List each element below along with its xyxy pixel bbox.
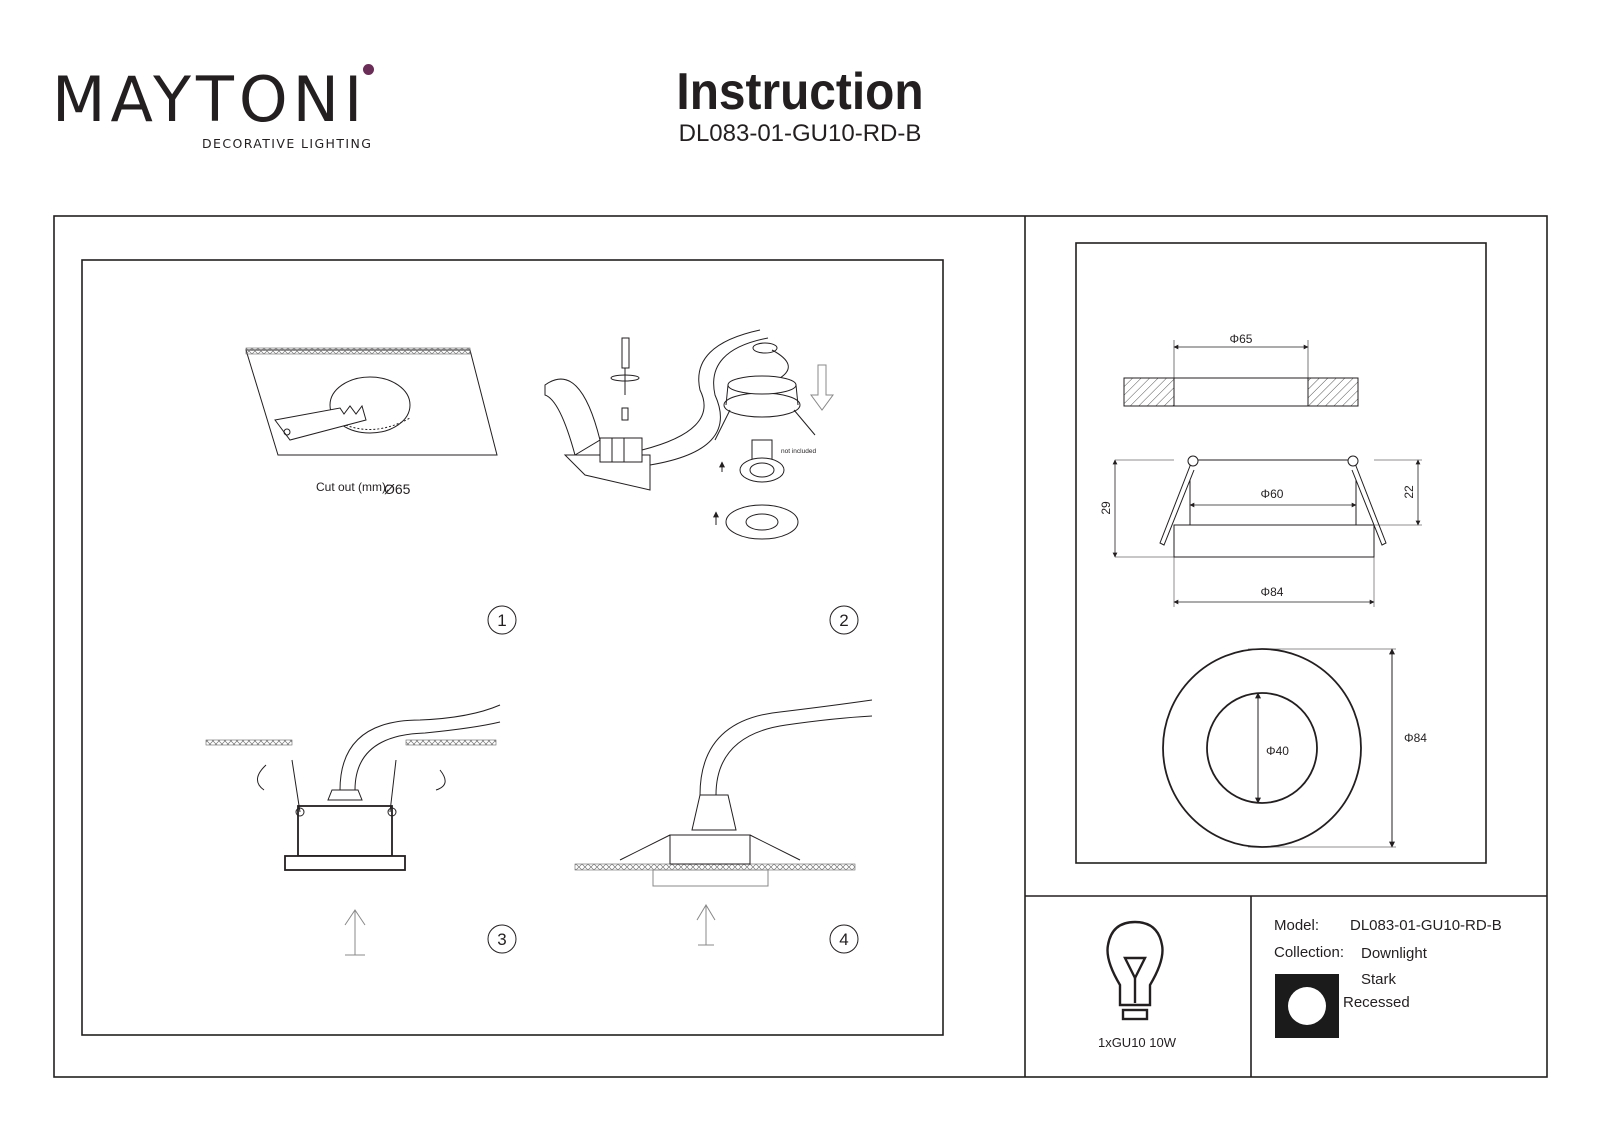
series-name: Stark [1361, 971, 1397, 988]
collection-label: Collection: [1274, 944, 1345, 961]
step1-number: 1 [497, 611, 506, 630]
step1-cutout-value: Ø65 [384, 481, 411, 497]
step1-cutout-label: Cut out (mm): [316, 480, 389, 494]
step3-illustration [205, 704, 501, 956]
brand-name-text: MAYTONI [52, 63, 368, 136]
step2-badge [829, 605, 859, 635]
light-bulb-icon [1106, 920, 1164, 1021]
step4-illustration [574, 699, 873, 946]
circle-badge-icon [1275, 974, 1339, 1038]
mount-type: Recessed [1343, 994, 1410, 1011]
dim-outer-dia-front: Φ84 [1404, 731, 1427, 745]
lamp-spec: 1xGU10 10W [1098, 1035, 1177, 1050]
step-badges [487, 605, 859, 954]
step4-badge [829, 924, 859, 954]
step1-badge [487, 605, 517, 635]
dim-aperture-dia: Φ40 [1266, 744, 1289, 758]
logo-dot [363, 64, 374, 75]
step4-number: 4 [839, 930, 848, 949]
collection-value: Downlight [1361, 945, 1427, 962]
brand-tagline: DECORATIVE LIGHTING [202, 136, 373, 151]
dim-cutout-dia: Φ65 [1230, 332, 1253, 346]
brand-name: MAYTONI [52, 60, 367, 140]
step1-illustration [245, 347, 498, 456]
step3-badge [487, 924, 517, 954]
model-value: DL083-01-GU10-RD-B [1350, 917, 1502, 934]
model-label: Model: [1274, 917, 1320, 934]
cutout-section-drawing [1123, 340, 1359, 407]
front-view-drawing [1162, 648, 1396, 848]
page-model-code: DL083-01-GU10-RD-B [678, 120, 922, 147]
badge-dot [1288, 987, 1326, 1025]
dim-height-body: 22 [1402, 485, 1416, 499]
brand-logo: MAYTONI DECORATIVE LIGHTING [52, 60, 382, 160]
page-title: Instruction [676, 63, 924, 121]
outer-frame [53, 215, 1548, 1078]
step2-number: 2 [839, 611, 848, 630]
step2-illustration [544, 329, 834, 540]
step2-not-included: not included [781, 448, 816, 455]
step3-number: 3 [497, 930, 506, 949]
dim-inner-dia: Φ60 [1261, 487, 1284, 501]
side-view-drawing [1112, 455, 1422, 607]
dim-outer-dia-side: Φ84 [1261, 585, 1284, 599]
dim-height-total: 29 [1099, 501, 1113, 515]
